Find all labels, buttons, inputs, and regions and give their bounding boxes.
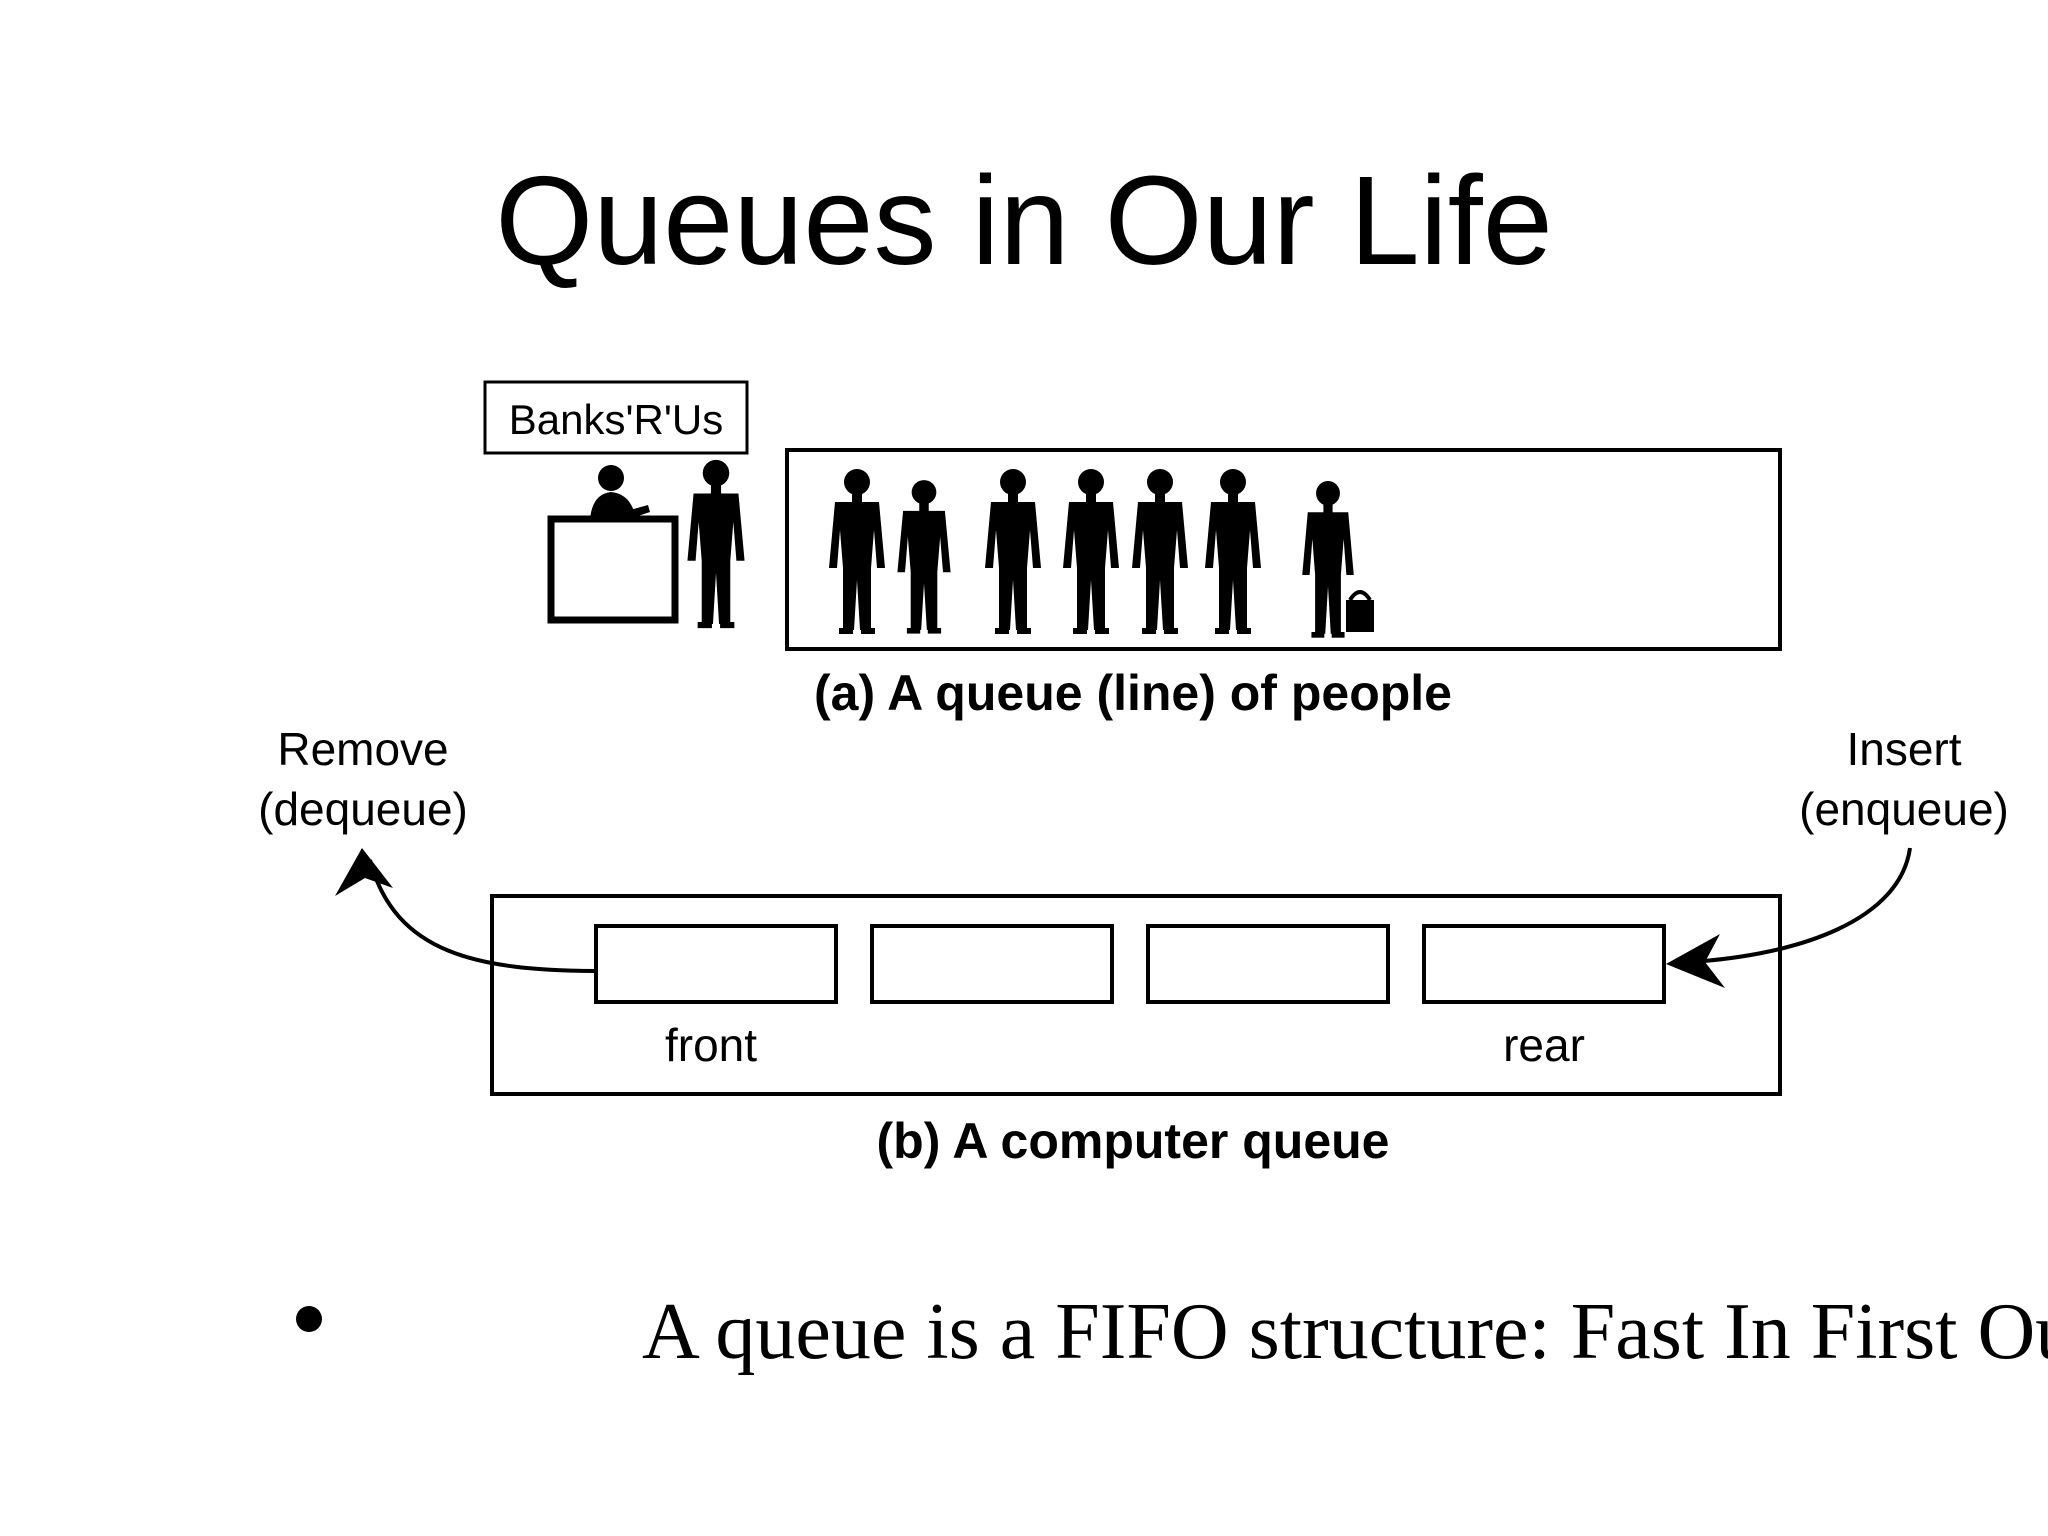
bullet-text: A queue is a FIFO structure: Fast In Fir… — [642, 1288, 2048, 1376]
curved-arrow-icon — [335, 848, 595, 973]
computer-queue-caption: (b) A computer queue — [877, 1113, 1390, 1169]
people-queue-caption: (a) A queue (line) of people — [814, 665, 1452, 721]
bank-sign-label: Banks'R'Us — [509, 396, 723, 443]
bank-teller-counter-icon — [547, 465, 679, 624]
front-label: front — [665, 1019, 757, 1071]
insert-label: Insert — [1846, 723, 1961, 775]
queue-slot — [1422, 924, 1666, 1004]
curved-arrow-icon — [1666, 847, 1912, 988]
enqueue-label: (enqueue) — [1799, 783, 2009, 835]
remove-label: Remove — [277, 723, 448, 775]
person-silhouette-icon — [1302, 480, 1374, 638]
dequeue-label: (dequeue) — [258, 783, 468, 835]
people-line-box — [785, 448, 1782, 651]
person-silhouette-icon — [687, 459, 745, 629]
people-queue-figure: Banks'R'Us (a) A queue (li — [483, 380, 1782, 721]
queue-slot — [1146, 924, 1390, 1004]
queue-slot — [594, 924, 838, 1004]
rear-label: rear — [1503, 1019, 1585, 1071]
computer-queue-figure: Remove (dequeue) Insert (enqueue) front … — [258, 723, 2009, 1169]
bank-sign-box — [483, 380, 749, 455]
bullet-dot — [296, 1306, 322, 1332]
slide-title: Queues in Our Life — [495, 150, 1553, 291]
queue-slot — [870, 924, 1114, 1004]
